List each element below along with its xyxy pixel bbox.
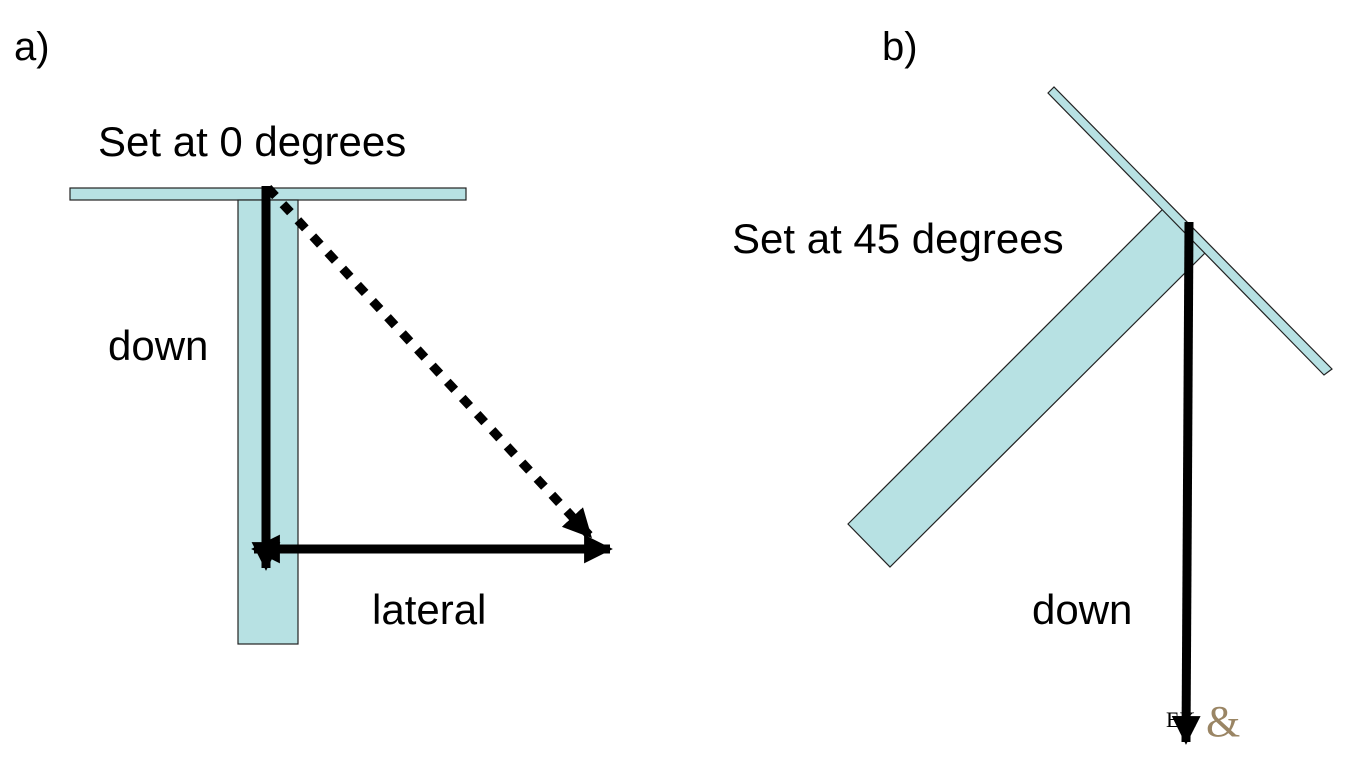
panel-b: b) Set at 45 degrees down <box>732 25 1333 745</box>
panel-a: a) Set at 0 degrees down lateral <box>14 25 613 645</box>
ampersand-logo-icon: & <box>1206 697 1240 746</box>
down-label-b: down <box>1032 586 1132 633</box>
panel-a-title: Set at 0 degrees <box>98 118 406 165</box>
panel-a-letter: a) <box>14 25 50 69</box>
panel-b-letter: b) <box>882 25 918 69</box>
down-label-a: down <box>108 322 208 369</box>
tool-stem-diagonal <box>847 208 1207 568</box>
panel-b-title: Set at 45 degrees <box>732 215 1064 262</box>
lateral-label: lateral <box>372 586 486 633</box>
brand-logo: EK & <box>1166 697 1240 746</box>
down-arrow-b <box>1171 221 1201 745</box>
logo-partial-text: EK <box>1166 707 1195 732</box>
resultant-dotted-arrow <box>264 184 594 540</box>
